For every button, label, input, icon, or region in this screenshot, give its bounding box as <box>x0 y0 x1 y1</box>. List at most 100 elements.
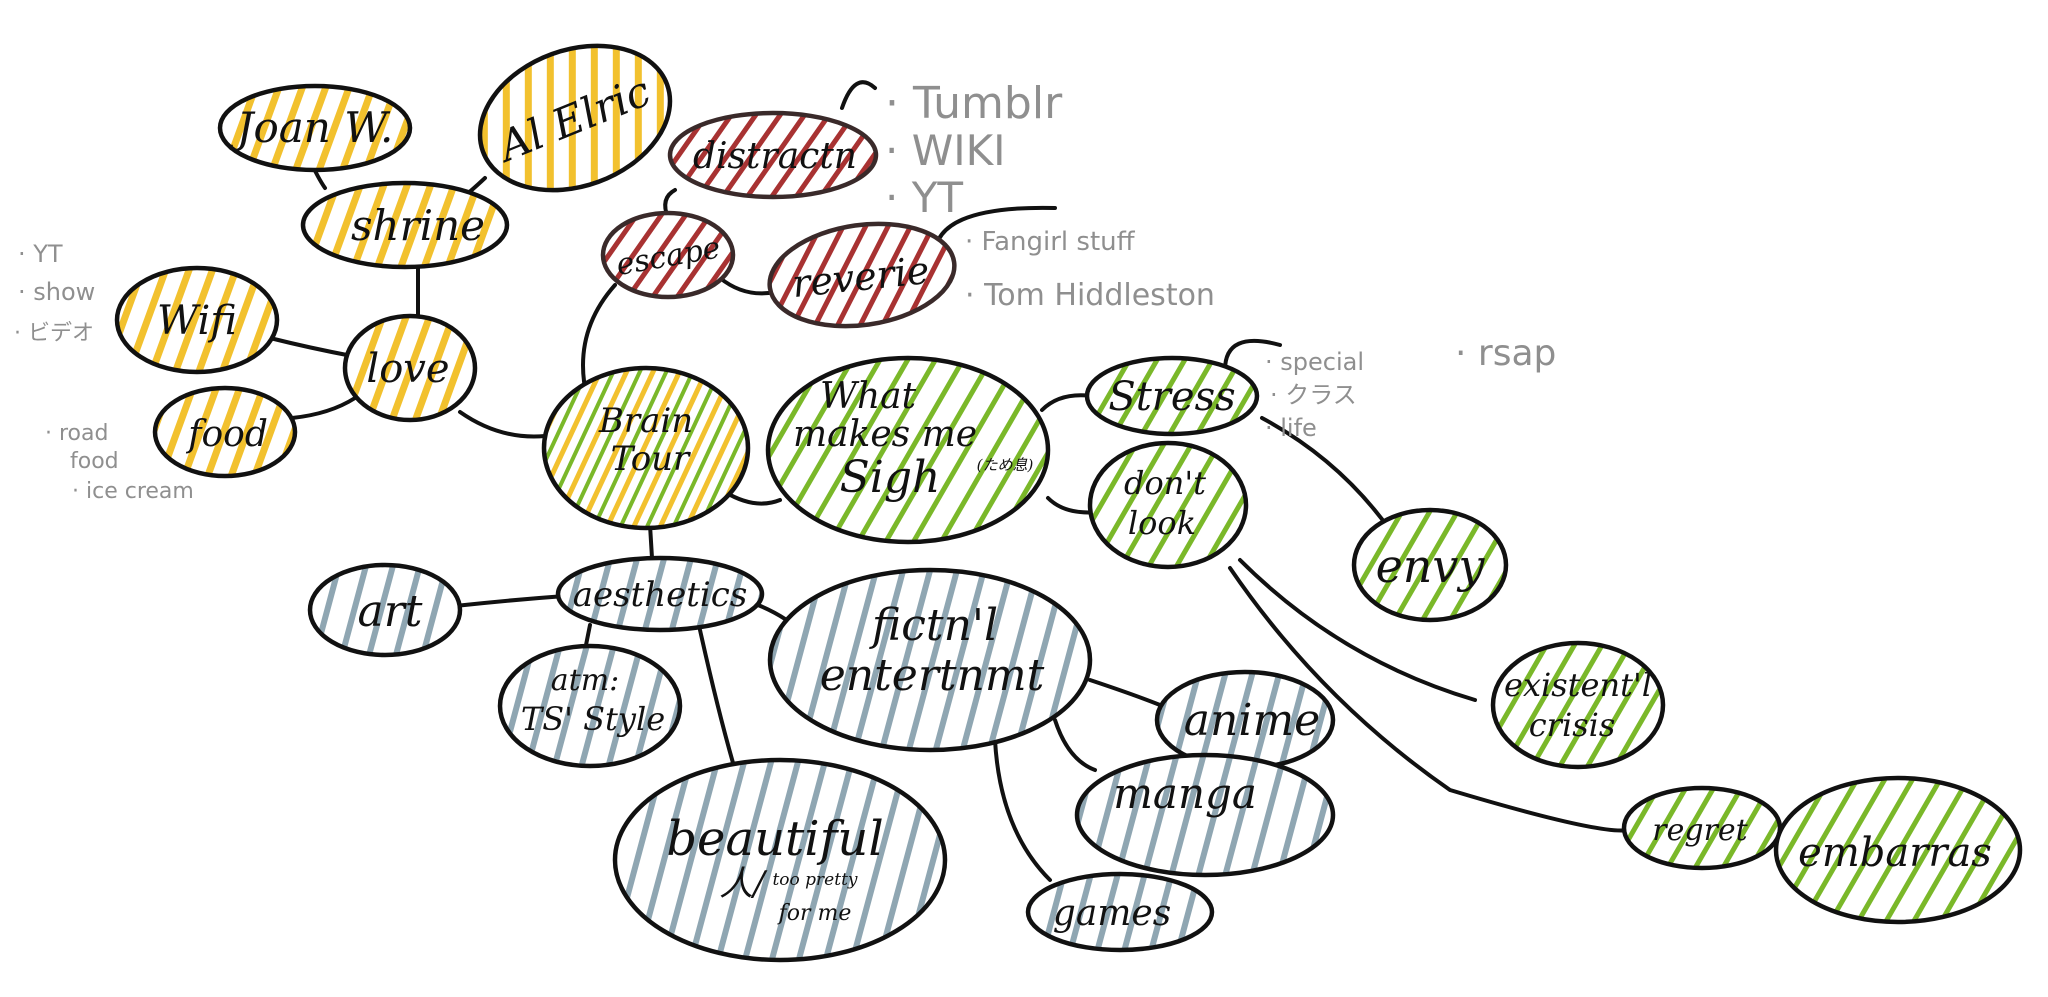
node-stress-label: Stress <box>1108 374 1235 420</box>
node-al-elric: Al Elric <box>477 43 673 193</box>
node-art-label: art <box>358 586 423 637</box>
node-love-label: love <box>366 346 449 392</box>
note-rsap: · rsap <box>1455 333 1556 374</box>
node-what-makes-me-sigh: What makes me Sigh (ため息) <box>765 355 1051 545</box>
node-atm-label-1: atm: <box>551 663 620 698</box>
node-games-label: games <box>1053 893 1171 934</box>
note-food: food <box>70 449 119 474</box>
node-beautiful-label: beautiful <box>666 811 883 867</box>
edge-wifi-love <box>268 336 354 358</box>
edge-brain-sigh <box>723 490 782 506</box>
node-aesthetics-shape <box>555 555 765 633</box>
node-dont-look: don't look <box>1087 440 1249 570</box>
node-distraction-label: distractn <box>693 136 857 177</box>
node-dont-look-label-2: look <box>1128 504 1196 542</box>
node-wifi-label: Wifi <box>157 298 237 344</box>
node-reverie: reverie <box>767 221 957 329</box>
node-aesthetics: aesthetics <box>555 555 765 633</box>
node-anime: anime <box>1154 669 1336 771</box>
node-aesthetics-label: aesthetics <box>573 575 748 615</box>
node-brain-tour-shape <box>541 365 751 531</box>
node-existential-crisis: existent'l crisis <box>1490 640 1666 770</box>
node-envy: envy <box>1351 507 1509 623</box>
note-tom-hiddleston: · Tom Hiddleston <box>965 278 1215 313</box>
note-class: · クラス <box>1270 381 1357 409</box>
node-envy-shape <box>1351 507 1509 623</box>
notes-wifi: · YT · show · ビデオ <box>14 240 95 346</box>
node-games-shape <box>1025 871 1215 953</box>
note-wiki: · WIKI <box>885 126 1006 175</box>
node-shrine-shape <box>300 180 510 270</box>
edge-fictional-anime <box>1088 678 1162 707</box>
node-dont-look-label-1: don't <box>1124 464 1206 502</box>
node-beautiful-small-1: too pretty <box>772 870 857 890</box>
node-wifi: Wifi <box>114 265 280 375</box>
node-sigh-label-1: What <box>820 376 917 417</box>
note-wifi-video: · ビデオ <box>14 321 94 346</box>
node-escape: escape <box>600 210 736 300</box>
node-reverie-shape <box>767 221 957 329</box>
edge-love-brain <box>458 410 547 439</box>
node-wifi-shape <box>114 265 280 375</box>
node-anime-label: anime <box>1184 695 1320 746</box>
note-special: · special <box>1265 348 1364 376</box>
node-brain-tour-label-2: Tour <box>611 439 691 479</box>
notes-stress: · special · クラス · life <box>1265 348 1364 442</box>
node-atm-shape <box>497 643 683 769</box>
notes-food: · road food · ice cream <box>45 421 194 504</box>
node-shrine-label: shrine <box>351 201 485 250</box>
node-love: love <box>342 313 478 423</box>
node-sigh-shape <box>765 355 1051 545</box>
notes-reverie: · Fangirl stuff · Tom Hiddleston <box>965 227 1215 313</box>
node-distraction: distractn <box>667 110 879 200</box>
edges <box>268 80 1802 882</box>
node-art-shape <box>307 562 463 658</box>
notes-distraction: · Tumblr · WIKI · YT <box>885 78 1063 222</box>
node-games: games <box>1025 871 1215 953</box>
edge-aesthetics-beautiful <box>698 628 740 782</box>
note-road: · road <box>45 421 108 446</box>
node-atm: atm: TS' Style <box>497 643 683 769</box>
edge-escape-reverie <box>718 276 777 296</box>
edge-dontlook-existential <box>1238 558 1477 702</box>
node-manga-shape <box>1074 752 1336 878</box>
node-stress: Stress <box>1084 355 1260 437</box>
node-dont-look-shape <box>1087 440 1249 570</box>
node-fictional-entertainment: fictn'l entertnmt <box>767 567 1093 753</box>
edge-art-aesthetics <box>453 594 567 608</box>
note-wifi-show: · show <box>18 278 95 306</box>
node-manga: manga <box>1074 752 1336 878</box>
node-brain-tour: Brain Tour <box>541 365 751 531</box>
note-life: · life <box>1265 414 1317 442</box>
node-joan-shape <box>217 83 413 173</box>
node-al-elric-shape <box>477 43 673 193</box>
node-manga-label: manga <box>1113 769 1257 818</box>
node-beautiful-small-2: for me <box>777 901 852 926</box>
edge-distraction-note-arrow <box>840 80 877 110</box>
node-fictional-shape <box>767 567 1093 753</box>
node-sigh-label-3: Sigh <box>840 452 941 503</box>
node-sigh-label-2: makes me <box>793 414 977 455</box>
node-fictional-label-2: entertnmt <box>820 650 1045 701</box>
edge-fictional-manga <box>1053 718 1097 772</box>
node-joan: Joan W. <box>217 83 413 173</box>
node-regret: regret <box>1621 785 1783 871</box>
edge-stress-envy <box>1260 416 1392 532</box>
node-embarrass-label: embarras <box>1798 830 1992 876</box>
edge-food-love <box>290 396 357 420</box>
note-wifi-yt: · YT <box>18 240 63 268</box>
node-beautiful: beautiful 人/ too pretty for me <box>612 757 948 963</box>
node-atm-label-2: TS' Style <box>521 700 665 738</box>
node-beautiful-slash: 人/ <box>719 864 768 904</box>
node-joan-label: Joan W. <box>229 103 394 152</box>
edge-stress-note-arrow <box>1223 338 1282 372</box>
node-food-shape <box>152 385 298 479</box>
node-stress-shape <box>1084 355 1260 437</box>
note-yt: · YT <box>885 173 963 222</box>
node-embarrass: embarras <box>1773 775 2023 925</box>
node-love-shape <box>342 313 478 423</box>
node-escape-shape <box>600 210 736 300</box>
node-art: art <box>307 562 463 658</box>
node-sigh-label-small: (ため息) <box>977 456 1034 474</box>
